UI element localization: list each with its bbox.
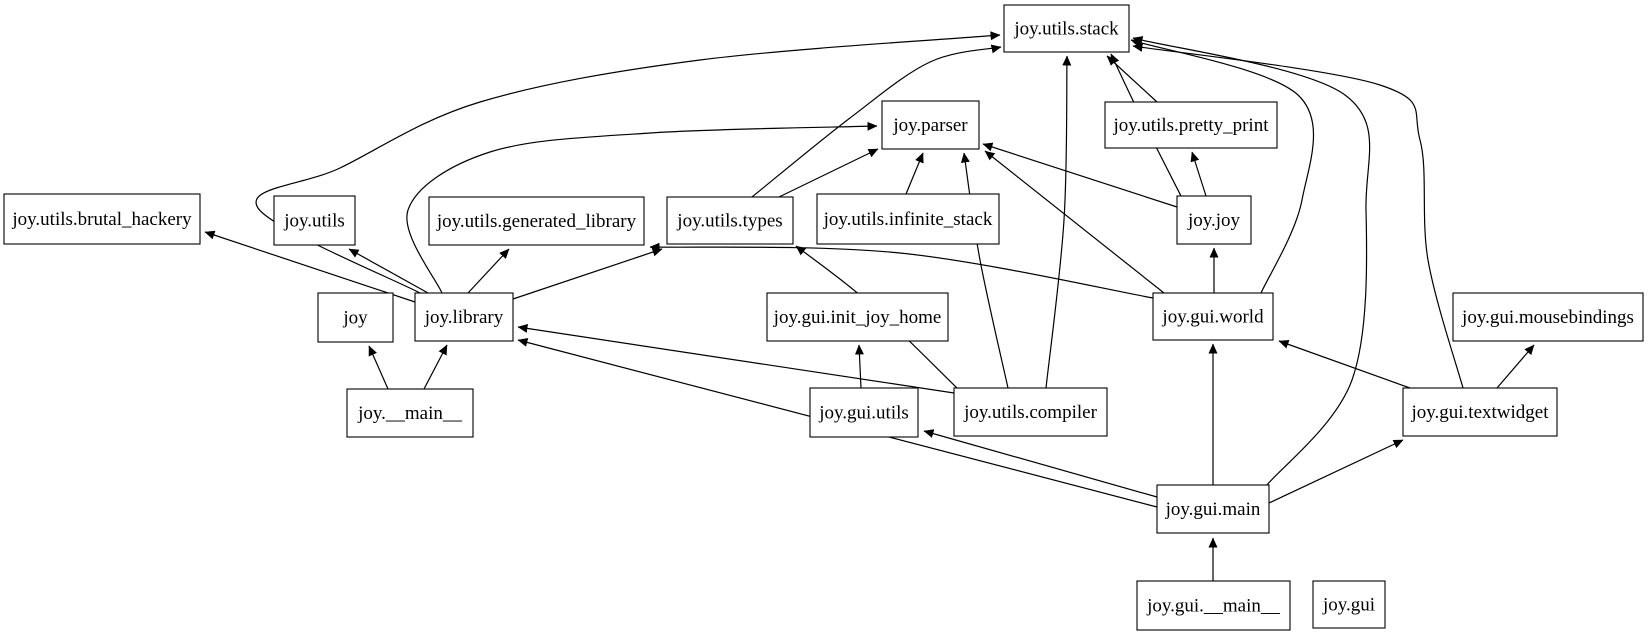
edge-joy-library-to-joy-utils-types [512,247,663,300]
edge-joy-gui-utils-to-joy-gui-init_joy_home [854,344,864,389]
edge-joy-gui-world-to-joy-utils-generated_library [649,242,1154,299]
node-label-joy-gui-mousebindings: joy.gui.mousebindings [1461,307,1634,328]
node-label-joy-utils-generated_library: joy.utils.generated_library [436,211,637,232]
node-box-joy-utils-infinite_stack [816,193,1000,245]
node-joy-gui-main: joy.gui.main [1156,484,1270,534]
node-joy-utils-generated_library: joy.utils.generated_library [428,196,645,246]
node-label-joy-utils-infinite_stack: joy.utils.infinite_stack [823,209,993,230]
node-joy-library: joy.library [414,292,514,342]
node-label-joy-gui-world: joy.gui.world [1161,307,1264,328]
node-label-joy-utils-types: joy.utils.types [676,211,782,232]
node-box-joy-gui-mousebindings [1452,292,1644,342]
node-box-joy-utils-generated_library [428,196,645,246]
node-label-joy-gui: joy.gui [1322,595,1375,616]
node-joy-utils-pretty_print: joy.utils.pretty_print [1104,101,1278,149]
node-joy-gui-mousebindings: joy.gui.mousebindings [1452,292,1644,342]
node-box-joy-utils-types [666,196,794,245]
edge-joy-__main__-to-joy [368,345,389,390]
node-box-joy-utils [273,195,356,246]
edge-joy-gui-main-to-joy-utils-stack [1132,36,1371,486]
edge-joy-gui-textwidget-to-joy-gui-mousebindings [1496,344,1535,389]
node-label-joy-gui-utils: joy.gui.utils [818,403,909,424]
edge-joy-library-to-joy-utils-brutal_hackery [204,230,416,303]
edge-joy-joy-to-joy-utils-pretty_print [1190,151,1207,197]
node-joy-gui-init_joy_home: joy.gui.init_joy_home [766,292,949,342]
node-label-joy-utils-pretty_print: joy.utils.pretty_print [1113,115,1270,136]
node-box-joy-gui-__main__ [1136,580,1291,631]
node-label-joy-utils-stack: joy.utils.stack [1013,19,1119,40]
node-joy-gui-utils: joy.gui.utils [809,387,919,438]
edge-joy-gui-main-to-joy-gui-utils [923,429,1158,498]
node-label-joy-utils: joy.utils [283,211,345,232]
node-box-joy-gui-world [1152,292,1274,341]
node-joy: joy [317,292,394,343]
edge-joy-__main__-to-joy-library [423,344,448,390]
edge-joy-utils-types-to-joy-parser [778,148,879,198]
node-joy-utils-infinite_stack: joy.utils.infinite_stack [816,193,1000,245]
node-box-joy-gui [1312,580,1386,629]
node-box-joy [317,292,394,343]
edge-joy-utils-infinite_stack-to-joy-parser [905,152,924,195]
node-label-joy-gui-__main__: joy.gui.__main__ [1146,596,1280,617]
node-box-joy-__main__ [346,388,474,438]
edge-joy-library-to-joy-utils [348,248,429,294]
edge-joy-library-to-joy-utils-stack [255,31,1001,294]
node-box-joy-joy [1176,195,1252,245]
node-joy-gui: joy.gui [1312,580,1386,629]
node-label-joy: joy [342,308,368,329]
edge-joy-gui-main-to-joy-gui-textwidget [1268,439,1404,504]
node-joy-utils-compiler: joy.utils.compiler [953,387,1108,437]
node-joy-gui-world: joy.gui.world [1152,292,1274,341]
edge-joy-gui-textwidget-to-joy-gui-world [1278,339,1411,389]
node-label-joy-utils-compiler: joy.utils.compiler [963,402,1097,423]
edge-joy-utils-compiler-to-joy-utils-stack [1045,55,1072,389]
node-box-joy-utils-brutal_hackery [3,193,201,245]
node-box-joy-gui-textwidget [1402,387,1558,437]
edge-joy-utils-types-to-joy-utils-stack [751,44,1002,198]
node-label-joy-parser: joy.parser [892,115,968,136]
edge-joy-library-to-joy-utils-generated_library [467,248,510,294]
node-joy-parser: joy.parser [881,100,980,150]
node-box-joy-gui-main [1156,484,1270,534]
node-label-joy-library: joy.library [424,307,504,328]
node-box-joy-gui-init_joy_home [766,292,949,342]
node-box-joy-utils-pretty_print [1104,101,1278,149]
edge-joy-library-to-joy-parser [406,121,878,294]
node-label-joy-joy: joy.joy [1187,210,1241,231]
edge-joy-utils-compiler-to-joy-library [517,323,955,394]
node-box-joy-utils-stack [1003,4,1130,53]
edge-joy-gui-textwidget-to-joy-utils-stack [1132,43,1464,389]
node-label-joy-utils-brutal_hackery: joy.utils.brutal_hackery [11,209,192,230]
edge-joy-gui-world-to-joy-utils-stack [1130,38,1315,294]
nodes-layer: joy.utils.stack joy.parser joy.utils.prett… [3,4,1644,631]
node-joy-joy: joy.joy [1176,195,1252,245]
node-box-joy-parser [881,100,980,150]
node-joy-utils-brutal_hackery: joy.utils.brutal_hackery [3,193,201,245]
node-box-joy-utils-compiler [953,387,1108,437]
node-joy-__main__: joy.__main__ [346,388,474,438]
edge-joy-joy-to-joy-parser [982,142,1178,208]
node-joy-gui-textwidget: joy.gui.textwidget [1402,387,1558,437]
node-label-joy-gui-textwidget: joy.gui.textwidget [1410,402,1549,423]
node-box-joy-library [414,292,514,342]
node-label-joy-gui-main: joy.gui.main [1165,499,1261,520]
node-box-joy-gui-utils [809,387,919,438]
node-label-joy-__main__: joy.__main__ [357,403,462,424]
edge-joy-utils-pretty_print-to-joy-utils-stack [1106,55,1158,103]
node-joy-utils-types: joy.utils.types [666,196,794,245]
edge-joy-gui-world-to-joy-parser [984,150,1165,294]
node-joy-utils: joy.utils [273,195,356,246]
edge-joy-utils-compiler-to-joy-parser [960,152,1009,389]
node-label-joy-gui-init_joy_home: joy.gui.init_joy_home [773,307,942,328]
node-joy-utils-stack: joy.utils.stack [1003,4,1130,53]
node-joy-gui-__main__: joy.gui.__main__ [1136,580,1291,631]
